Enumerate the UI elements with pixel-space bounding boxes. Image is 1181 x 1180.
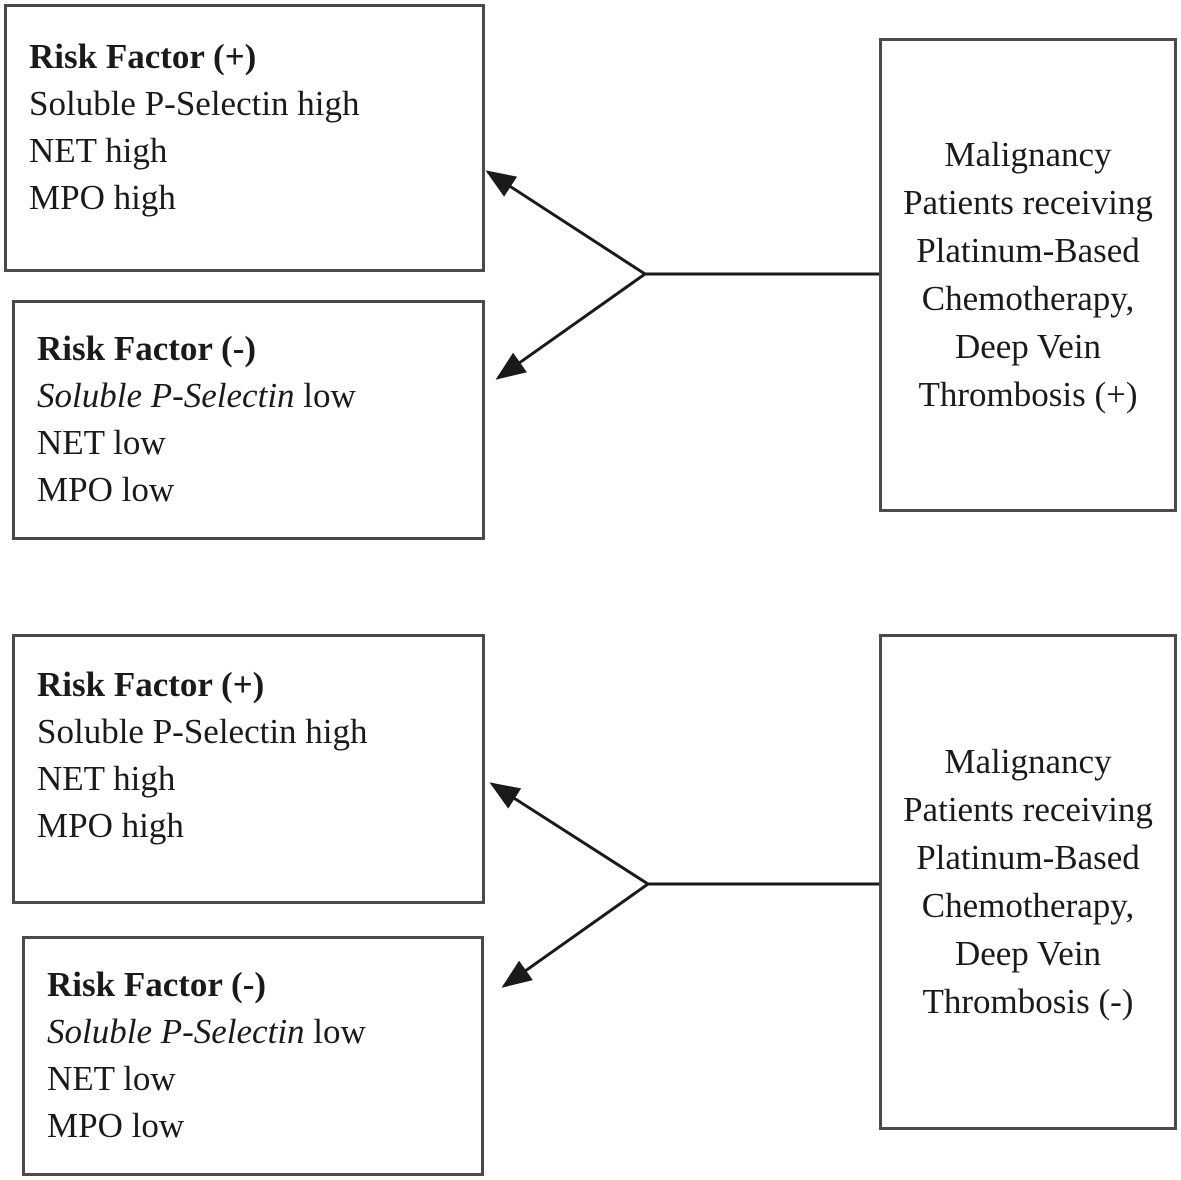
risk-negative-line-1-italic: Soluble P-Selectin bbox=[47, 1012, 305, 1051]
risk-negative-line-2: NET low bbox=[47, 1059, 176, 1098]
panel-2-arrow-to-negative bbox=[501, 882, 649, 988]
panel-2-patients-text: Malignancy Patients receiving Platinum-B… bbox=[903, 742, 1153, 1021]
risk-positive-line-3: MPO high bbox=[29, 178, 176, 217]
panel-2-risk-positive-box: Risk Factor (+) Soluble P-Selectin high … bbox=[12, 634, 485, 904]
risk-negative-title: Risk Factor (-) bbox=[47, 965, 267, 1004]
risk-negative-line-1: Soluble P-Selectin low bbox=[37, 372, 482, 419]
risk-negative-line-1: Soluble P-Selectin low bbox=[47, 1008, 481, 1055]
risk-positive-line-2: NET high bbox=[29, 131, 168, 170]
risk-negative-line-1-italic: Soluble P-Selectin bbox=[37, 376, 295, 415]
risk-positive-line-2: NET high bbox=[37, 759, 176, 798]
panel-1-risk-positive-box: Risk Factor (+) Soluble P-Selectin high … bbox=[4, 4, 485, 272]
risk-negative-line-3: MPO low bbox=[37, 470, 175, 509]
panel-2-arrow-to-positive bbox=[489, 782, 649, 886]
panel-1-risk-negative-box: Risk Factor (-) Soluble P-Selectin low N… bbox=[12, 300, 485, 540]
risk-positive-line-1: Soluble P-Selectin high bbox=[29, 84, 360, 123]
panel-1-arrow-to-negative bbox=[495, 272, 646, 380]
risk-positive-title: Risk Factor (+) bbox=[29, 37, 257, 76]
panel-1-arrow-to-positive bbox=[485, 170, 646, 276]
risk-positive-line-1: Soluble P-Selectin high bbox=[37, 712, 368, 751]
risk-positive-line-3: MPO high bbox=[37, 806, 184, 845]
panel-1-patients-box: Malignancy Patients receiving Platinum-B… bbox=[879, 38, 1177, 512]
risk-positive-title: Risk Factor (+) bbox=[37, 665, 265, 704]
panel-2-risk-negative-box: Risk Factor (-) Soluble P-Selectin low N… bbox=[22, 936, 484, 1176]
risk-negative-line-2: NET low bbox=[37, 423, 166, 462]
panel-2-patients-box: Malignancy Patients receiving Platinum-B… bbox=[879, 634, 1177, 1130]
risk-negative-line-1-rest: low bbox=[304, 1012, 366, 1051]
panel-1-patients-text: Malignancy Patients receiving Platinum-B… bbox=[903, 135, 1153, 414]
risk-negative-line-3: MPO low bbox=[47, 1106, 185, 1145]
risk-negative-title: Risk Factor (-) bbox=[37, 329, 257, 368]
risk-negative-line-1-rest: low bbox=[294, 376, 356, 415]
